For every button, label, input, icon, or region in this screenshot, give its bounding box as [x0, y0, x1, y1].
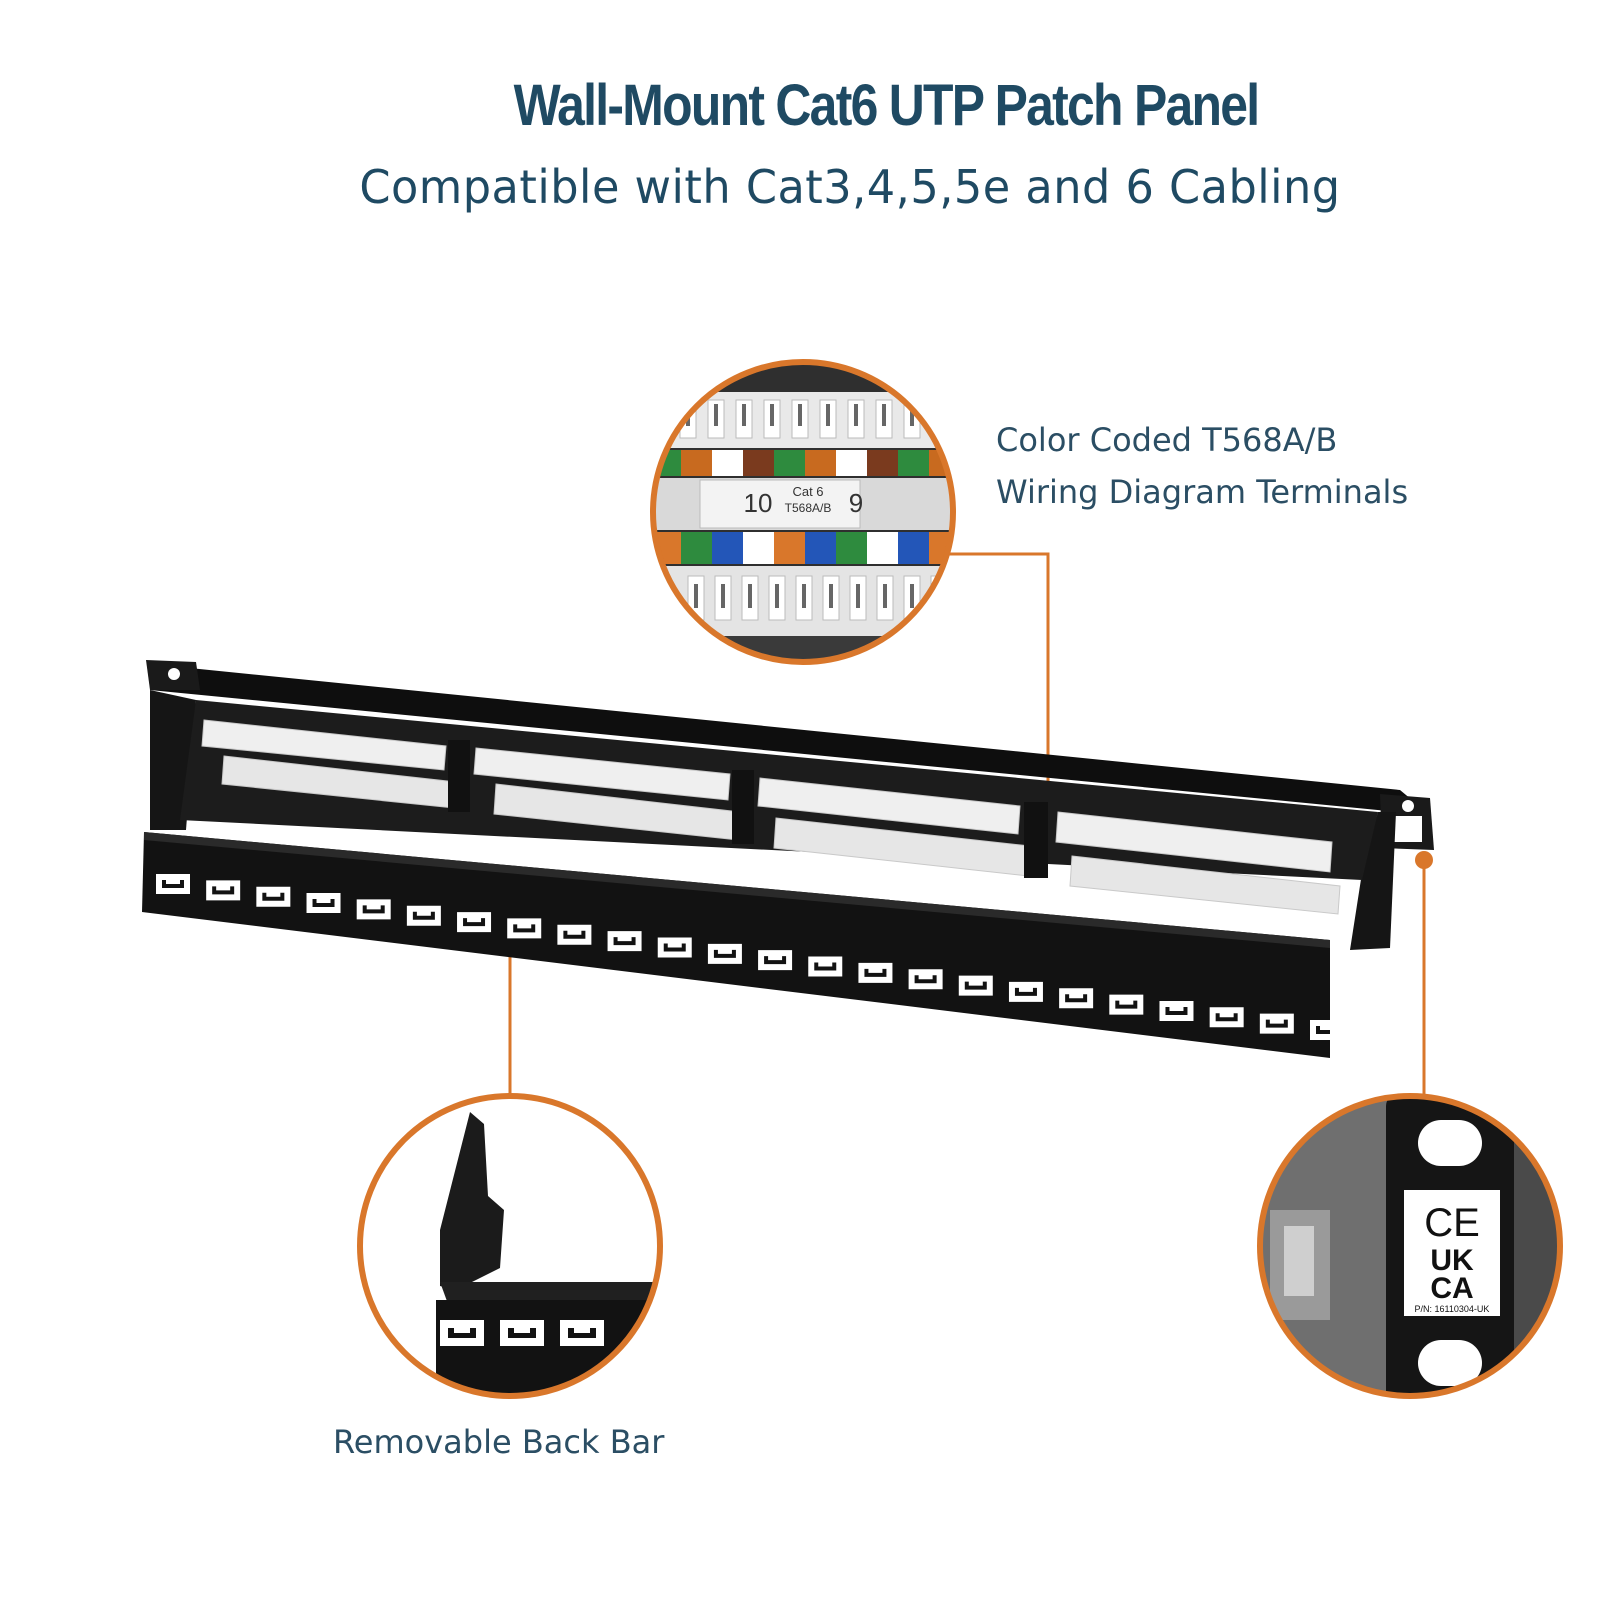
idc-contact [849, 575, 867, 621]
cable-tie-slot [958, 975, 993, 996]
color-code-swatch [867, 532, 898, 564]
cable-tie-slot [457, 912, 492, 933]
idc-contact [875, 399, 893, 439]
idc-contact [791, 399, 809, 439]
cable-tie-slot [1209, 1007, 1244, 1028]
patch-panel [142, 660, 1434, 1058]
color-code-swatch [743, 450, 774, 476]
color-code-swatch [743, 532, 774, 564]
standard-label: T568A/B [785, 501, 832, 515]
back-bar-zoom-circle [357, 1093, 663, 1399]
color-code-swatch [712, 532, 743, 564]
label-zoom-circle: CE UK CA P/N: 16110304-UK [1257, 1093, 1563, 1399]
cable-tie-slot [1008, 981, 1043, 1002]
wiring-callout-line2: Wiring Diagram Terminals [996, 473, 1409, 511]
back-bar-zoom-ring [357, 1093, 663, 1399]
cable-tie-slot [156, 874, 190, 894]
cable-tie-slot [1059, 988, 1094, 1009]
cable-tie-slot [406, 905, 441, 926]
port-number-right: 9 [849, 488, 863, 518]
wiring-callout: Color Coded T568A/B Wiring Diagram Termi… [996, 414, 1408, 518]
wiring-zoom-circle: 10 9 Cat 6 T568A/B [650, 359, 956, 665]
left-mount-hole [168, 668, 180, 680]
right-mount-hole [1402, 800, 1414, 812]
idc-contact [768, 575, 786, 621]
idc-contact [822, 575, 840, 621]
panel-top-rail [150, 664, 1412, 812]
back-bar-callout: Removable Back Bar [333, 1423, 665, 1461]
label-leader-dot [1415, 851, 1433, 869]
color-code-swatch [898, 532, 929, 564]
compliance-label [1404, 1190, 1500, 1316]
color-code-swatch [712, 450, 743, 476]
idc-contact [741, 575, 759, 621]
idc-contact [876, 575, 894, 621]
page-title: Wall-Mount Cat6 UTP Patch Panel [513, 73, 1261, 138]
cable-tie-slot [507, 918, 542, 939]
cable-tie-slot [1310, 1020, 1344, 1040]
label-zoom-ring [1257, 1093, 1563, 1399]
color-code-swatch [836, 450, 867, 476]
terminal-blocks [201, 719, 1341, 915]
mount-slot-top [1418, 1120, 1482, 1166]
port-number-left: 10 [744, 488, 773, 518]
ukca-mark-bottom: CA [1430, 1272, 1473, 1305]
cable-tie-slot-zoom [560, 1320, 604, 1346]
color-code-swatch [774, 450, 805, 476]
ce-mark: CE [1424, 1201, 1480, 1245]
idc-contact [819, 399, 837, 439]
cat-label: Cat 6 [792, 484, 823, 499]
ukca-mark-top: UK [1430, 1244, 1474, 1277]
idc-contact [735, 399, 753, 439]
cable-tie-slot-zoom [500, 1320, 544, 1346]
wiring-callout-line1: Color Coded T568A/B [996, 421, 1338, 459]
cable-tie-slot [908, 969, 943, 990]
color-code-swatch [774, 532, 805, 564]
color-code-swatch [681, 450, 712, 476]
bar-side-flange [440, 1112, 504, 1290]
page-subtitle: Compatible with Cat3,4,5,5e and 6 Cablin… [359, 160, 1341, 214]
cable-tie-slot [1259, 1013, 1294, 1034]
idc-contact [795, 575, 813, 621]
right-ear-label [1392, 816, 1422, 842]
color-code-swatch [681, 532, 712, 564]
cable-tie-slot [306, 893, 341, 914]
part-number: P/N: 16110304-UK [1415, 1304, 1490, 1314]
cable-tie-slot-zoom [440, 1320, 484, 1346]
idc-contact [847, 399, 865, 439]
color-code-swatch [898, 450, 929, 476]
cable-tie-slot [607, 931, 642, 952]
color-code-swatch [867, 450, 898, 476]
cable-tie-slot [858, 962, 893, 983]
cable-tie-slots [156, 874, 1344, 1040]
idc-contact [763, 399, 781, 439]
color-code-swatch [836, 532, 867, 564]
mount-slot-bottom [1418, 1340, 1482, 1386]
cable-tie-slot [206, 880, 241, 901]
wiring-leader-line [944, 552, 1050, 812]
color-code-swatch [805, 450, 836, 476]
color-code-swatch [805, 532, 836, 564]
cable-tie-slot [256, 886, 291, 907]
cable-tie-slot [557, 924, 592, 945]
right-side-bracket [1350, 812, 1396, 950]
idc-contact [714, 575, 732, 621]
cable-tie-slot [1159, 1000, 1194, 1021]
cable-tie-slot [808, 956, 843, 977]
idc-contact [931, 399, 949, 439]
wiring-zoom-ring [650, 359, 956, 665]
cable-tie-slot [1109, 994, 1144, 1015]
cable-tie-slot [758, 950, 793, 971]
cable-tie-slot [707, 943, 742, 964]
bar-front-plate [436, 1300, 660, 1396]
idc-contact [707, 399, 725, 439]
cable-tie-slot [657, 937, 692, 958]
cable-tie-slot [356, 899, 391, 920]
